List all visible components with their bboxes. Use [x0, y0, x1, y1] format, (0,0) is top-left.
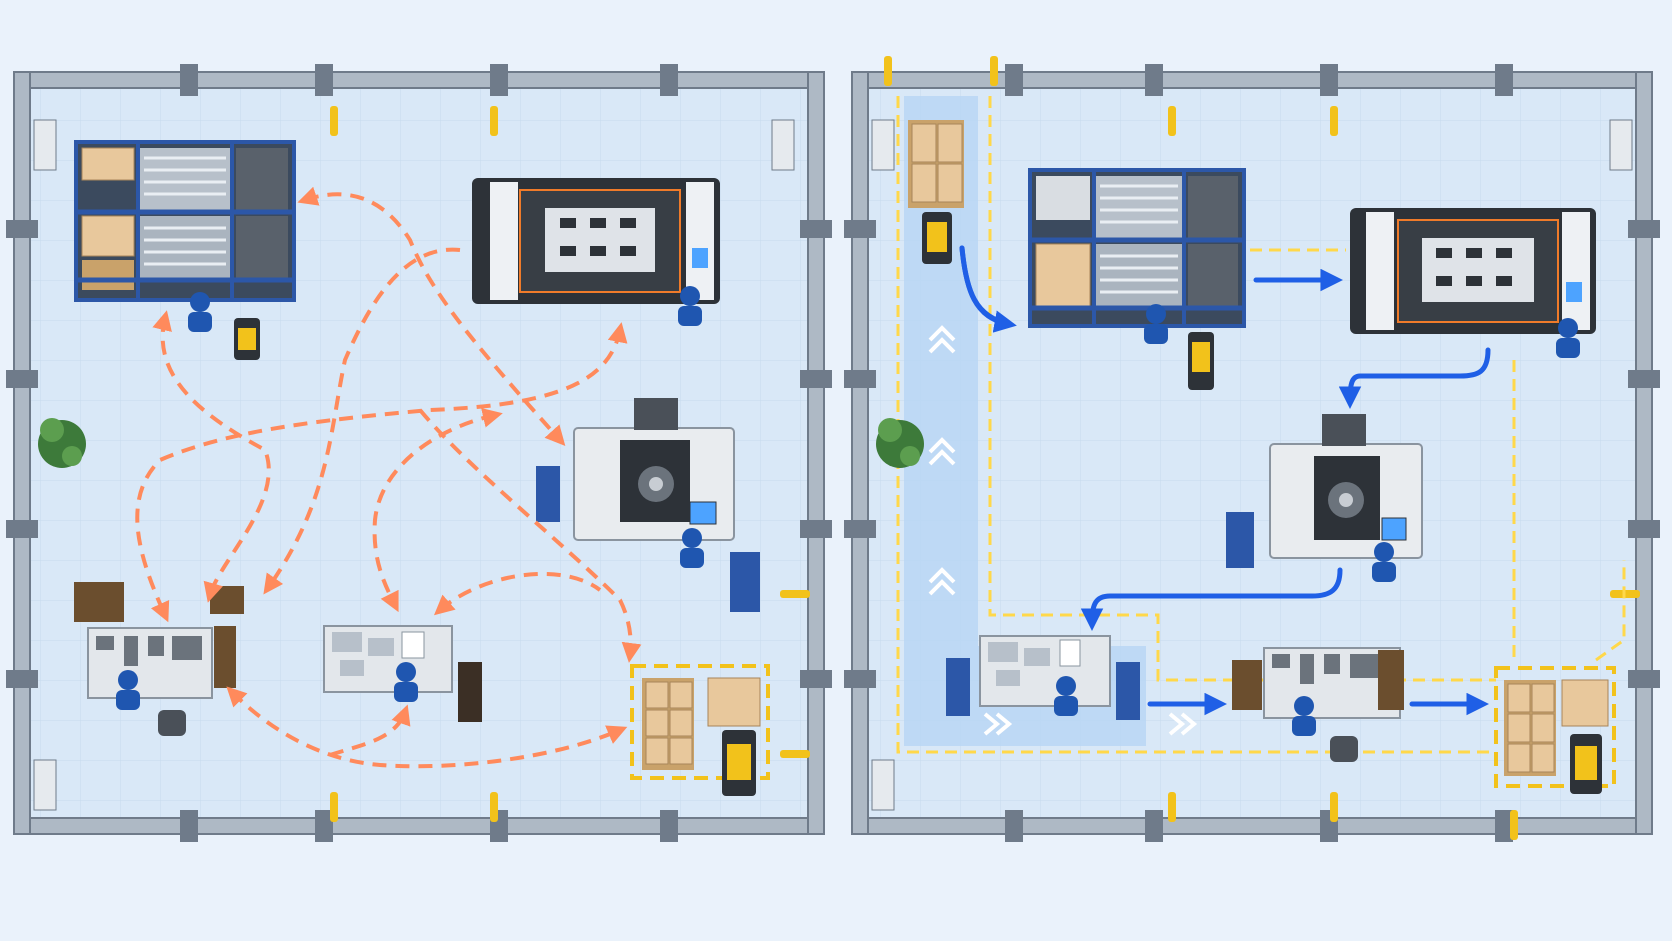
- rack-icon: [74, 140, 296, 302]
- tool-cart-icon: [214, 626, 236, 688]
- pallet-icon: [630, 664, 770, 780]
- wall-frame: [6, 64, 832, 842]
- flow-arrow: [372, 407, 503, 613]
- tool-cart-icon: [1226, 512, 1254, 568]
- tool-cart-icon: [458, 662, 482, 722]
- tool-cart-icon: [1378, 650, 1404, 710]
- lane-chevrons: [928, 325, 1198, 736]
- ac-unit-icon: [871, 119, 895, 171]
- worker-icon: [1556, 318, 1580, 358]
- flow-arrow: [135, 322, 628, 623]
- tool-cart-icon: [1116, 662, 1140, 720]
- tool-cart-icon: [946, 658, 970, 716]
- ac-unit-icon: [771, 119, 795, 171]
- workbench-icon: [1263, 647, 1401, 719]
- rack-icon: [1028, 168, 1246, 328]
- ac-unit-icon: [33, 759, 57, 811]
- worker-icon: [1054, 676, 1078, 716]
- flow-arrow: [226, 686, 628, 769]
- forklift-icon: [922, 212, 952, 264]
- ac-unit-icon: [871, 759, 895, 811]
- panel-current-layout: [6, 64, 832, 842]
- workbench-icon: [87, 627, 213, 699]
- streamlined-flow-arrows: [959, 245, 1491, 716]
- wall-frame: [844, 56, 1660, 842]
- ac-unit-icon: [33, 119, 57, 171]
- workbench-icon: [323, 625, 453, 693]
- chair-icon: [1330, 736, 1358, 762]
- spaghetti-flow-arrows: [135, 186, 642, 769]
- tool-cart-icon: [1232, 660, 1262, 710]
- tool-cart-icon: [536, 466, 560, 522]
- pallet-icon: [908, 120, 964, 208]
- plant-icon: [876, 418, 924, 468]
- pallet-icon: [1494, 666, 1616, 788]
- forklift-icon: [722, 730, 756, 796]
- tool-cart-icon: [210, 586, 244, 614]
- worker-icon: [1372, 542, 1396, 582]
- panel-optimized-layout: [844, 56, 1660, 842]
- flow-arrow: [959, 245, 1017, 333]
- forklift-icon: [234, 318, 260, 360]
- flow-arrow: [329, 704, 411, 757]
- worker-icon: [1292, 696, 1316, 736]
- workbench-icon: [979, 635, 1111, 707]
- cnc-machine-icon: [1269, 414, 1423, 559]
- ac-unit-icon: [1609, 119, 1633, 171]
- tool-cart-icon: [74, 582, 124, 622]
- plant-icon: [38, 418, 86, 468]
- forklift-icon: [1570, 734, 1602, 794]
- forklift-icon: [1188, 332, 1214, 390]
- worker-icon: [116, 670, 140, 710]
- flow-arrow: [1080, 567, 1343, 631]
- laser-cutter-icon: [1350, 208, 1596, 334]
- worker-icon: [680, 528, 704, 568]
- flow-arrow: [1338, 347, 1491, 409]
- worker-icon: [678, 286, 702, 326]
- chair-icon: [158, 710, 186, 736]
- flow-arrow: [418, 408, 642, 663]
- worker-icon: [1144, 304, 1168, 344]
- tool-cart-icon: [730, 552, 760, 612]
- laser-cutter-icon: [472, 178, 720, 304]
